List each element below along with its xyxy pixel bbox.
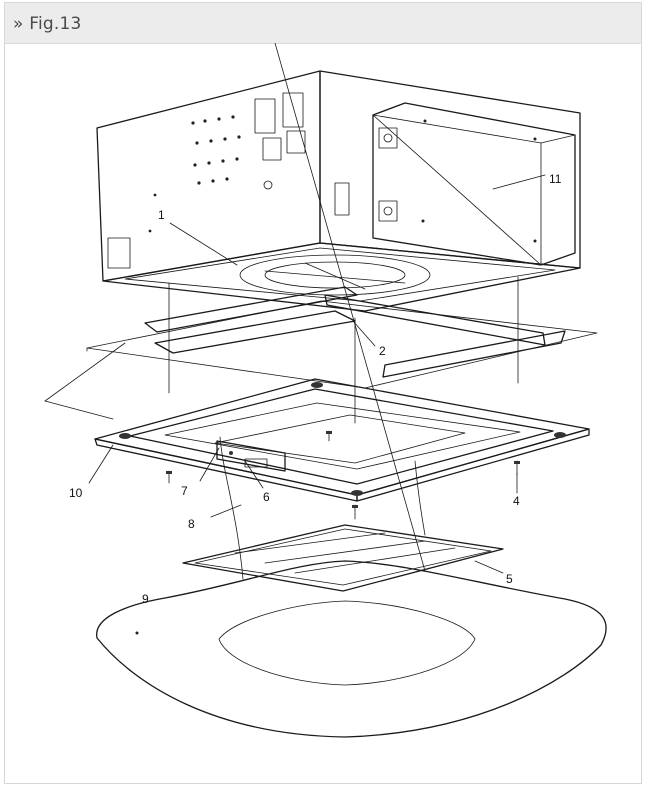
callout-5: 5 [506, 572, 513, 586]
callout-2: 2 [379, 344, 386, 358]
callout-6: 6 [263, 490, 270, 504]
hanger-rods [168, 276, 519, 424]
panel-marker-dot [135, 631, 139, 635]
indoor-unit-body [96, 70, 581, 312]
leader-lines [44, 174, 546, 574]
callout-7: 7 [181, 484, 188, 498]
callout-10: 10 [69, 486, 83, 500]
air-filter-grille [182, 43, 504, 592]
callout-9: 9 [142, 592, 149, 606]
figure-header: » Fig.13 [5, 3, 641, 44]
callout-1: 1 [158, 208, 165, 222]
screw-dots [148, 115, 241, 233]
callout-8: 8 [188, 517, 195, 531]
figure-title: » Fig.13 [13, 14, 82, 34]
left-panel-details [107, 92, 350, 269]
figure-panel: » Fig.13 [4, 2, 642, 784]
panel-frame [94, 378, 590, 502]
exploded-assembly-diagram: 1 2 4 5 6 7 8 9 10 11 [44, 43, 607, 738]
decorative-panel [96, 560, 607, 738]
callout-11: 11 [549, 172, 562, 186]
display-board [216, 440, 286, 472]
screws [166, 430, 520, 520]
callout-4: 4 [513, 494, 520, 508]
electric-control-box [372, 102, 576, 266]
callout-labels: 1 2 4 5 6 7 8 9 10 11 [69, 172, 562, 606]
connecting-cables [219, 436, 426, 580]
